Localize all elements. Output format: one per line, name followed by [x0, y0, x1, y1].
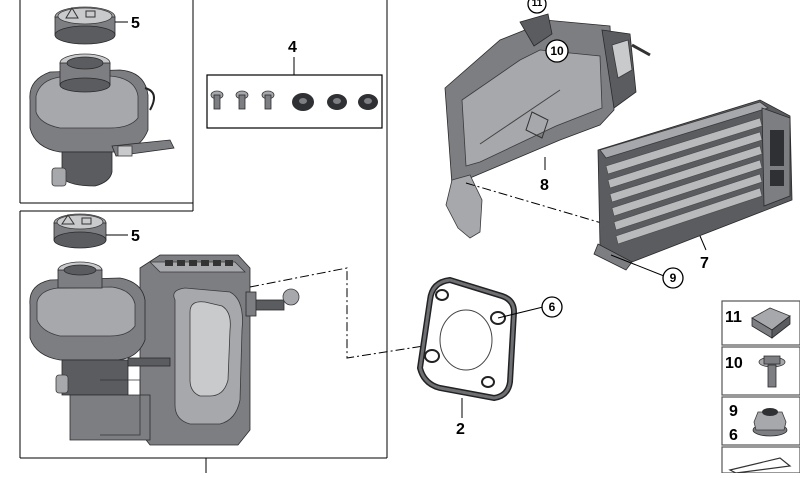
lower-assembly-frame — [19, 0, 388, 473]
callout-gasket-ring — [541, 296, 563, 318]
legend-cell-bolt — [721, 346, 800, 396]
label-gasket: 2 — [456, 421, 465, 438]
legend-label-9: 9 — [729, 403, 738, 420]
mounting-bracket — [444, 13, 651, 239]
grommet-1 — [292, 93, 314, 111]
clip-nut-icon — [751, 307, 791, 339]
label-bracket: 8 — [540, 177, 549, 194]
callout-control-unit-ring — [662, 267, 684, 289]
label-control-unit: 7 — [700, 255, 709, 272]
fluid-reservoir-upper — [29, 53, 175, 187]
callout-bracket-ring — [545, 39, 569, 63]
legend-label-10: 10 — [725, 355, 743, 372]
arrow-icon — [728, 457, 792, 474]
fastener-kit-box — [206, 74, 383, 129]
callout-bracket-top-ring — [527, 0, 547, 14]
booster-connector-grid — [165, 260, 233, 266]
upper-assembly-frame — [19, 0, 194, 204]
reservoir-cap-lower — [53, 213, 107, 249]
grommet-3 — [358, 94, 378, 110]
callout-control-unit-text: 9 — [670, 271, 677, 285]
label-reservoir-cap-lower: 5 — [131, 228, 140, 245]
hex-nut-icon — [752, 408, 788, 437]
brake-booster-assembly — [29, 254, 300, 446]
callout-bracket-text: 10 — [550, 44, 564, 58]
callout-bracket-top-text: 11 — [532, 0, 543, 9]
gasket — [416, 276, 518, 402]
control-unit — [593, 99, 793, 271]
grommet-2 — [327, 94, 347, 110]
label-fastener-kit: 4 — [288, 39, 297, 56]
fastener-kit-parts — [210, 90, 378, 111]
reservoir-cap-upper — [54, 6, 116, 45]
bolt-2 — [235, 90, 249, 110]
callout-gasket-text: 6 — [549, 300, 556, 314]
fastener-legend: 11 10 9 6 — [721, 300, 800, 474]
bolt-1 — [210, 90, 224, 110]
control-unit-fins — [605, 117, 763, 245]
flange-bolt-icon — [758, 355, 786, 388]
legend-label-6: 6 — [729, 427, 738, 444]
legend-label-11: 11 — [725, 309, 742, 326]
bolt-3 — [261, 90, 275, 110]
label-reservoir-cap-upper: 5 — [131, 15, 140, 32]
